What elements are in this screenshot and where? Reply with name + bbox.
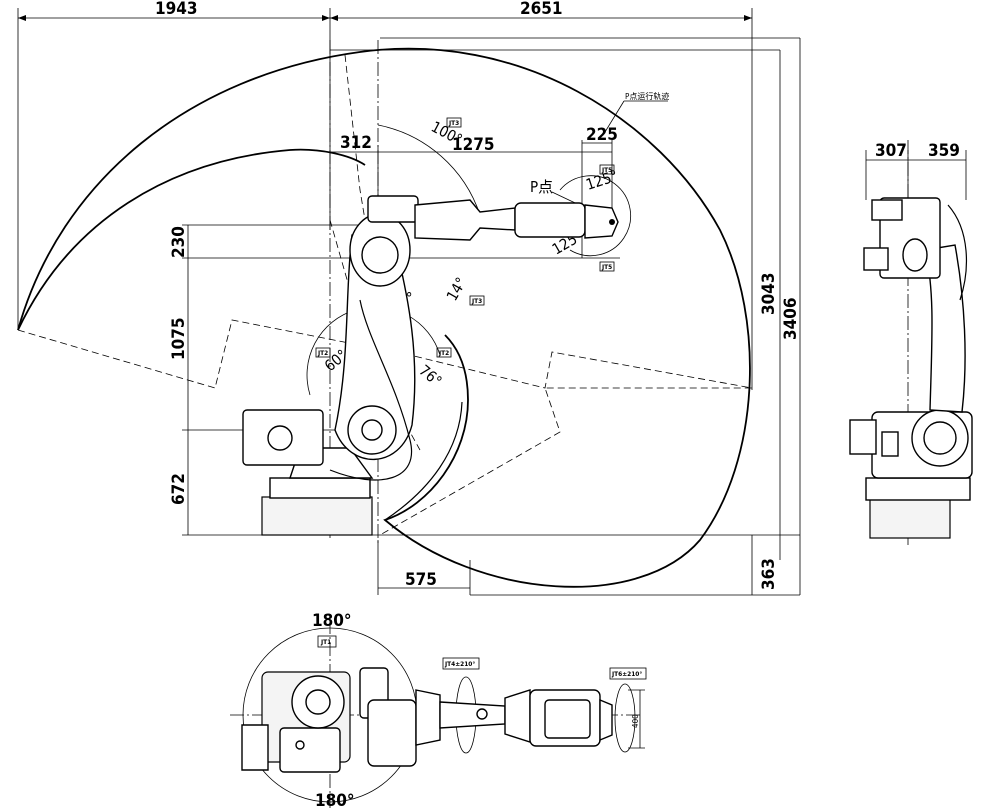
jt2-tag-left: JT2 xyxy=(317,349,328,357)
dim-1943: 1943 xyxy=(155,0,198,19)
jt5-arc xyxy=(559,175,632,257)
jt5-tag-bottom: JT5 xyxy=(601,263,612,271)
dim-575: 575 xyxy=(405,570,437,590)
robot-top-body xyxy=(241,667,613,773)
dim-363: 363 xyxy=(759,558,779,590)
dim-307: 307 xyxy=(875,141,907,161)
trajectory-label: P点运行轨迹 xyxy=(625,91,669,101)
jt1-tag: JT1 xyxy=(320,638,331,646)
top-angle-180-top: 180° xyxy=(312,611,352,631)
dim-2651: 2651 xyxy=(520,0,563,19)
angle-76: 76° xyxy=(415,361,445,390)
dim-3406: 3406 xyxy=(781,297,801,340)
jt2-tag-right: JT2 xyxy=(438,349,449,357)
dim-672: 672 xyxy=(169,473,189,505)
front-view: 307 359 xyxy=(849,140,973,545)
dim-312: 312 xyxy=(340,133,372,153)
robot-front-body xyxy=(849,197,973,539)
work-envelope-inner xyxy=(17,148,366,331)
dim-359: 359 xyxy=(928,141,960,161)
jt3-tag-bottom: JT3 xyxy=(471,297,482,305)
jt3-arc xyxy=(377,124,481,216)
dim-1275: 1275 xyxy=(452,135,495,155)
dim-1075: 1075 xyxy=(169,317,189,360)
jt6-tag: JT6±210° xyxy=(611,670,642,678)
dim-400: 400 xyxy=(631,714,640,728)
side-view: 1943 2651 3043 3406 363 230 1075 672 xyxy=(17,0,801,596)
jt3-tag-top: JT3 xyxy=(448,119,459,127)
envelope-inner-arc xyxy=(384,401,463,521)
top-angle-180-bottom: 180° xyxy=(315,791,355,811)
jt5-tag-top: JT5 xyxy=(601,166,612,174)
p-point-label: P点 xyxy=(530,178,553,196)
jt4-tag: JT4±210° xyxy=(444,660,475,668)
top-view: 180° 180° JT1 JT4±210° JT6±210° 400 xyxy=(230,611,647,811)
work-envelope-outer xyxy=(17,47,751,588)
dim-3043: 3043 xyxy=(759,272,779,315)
robot-side-body xyxy=(242,195,619,536)
right-dimension-lines xyxy=(330,37,801,596)
dim-230: 230 xyxy=(169,226,189,258)
dim-225: 225 xyxy=(586,125,618,145)
angle-14: 14° xyxy=(443,274,471,304)
